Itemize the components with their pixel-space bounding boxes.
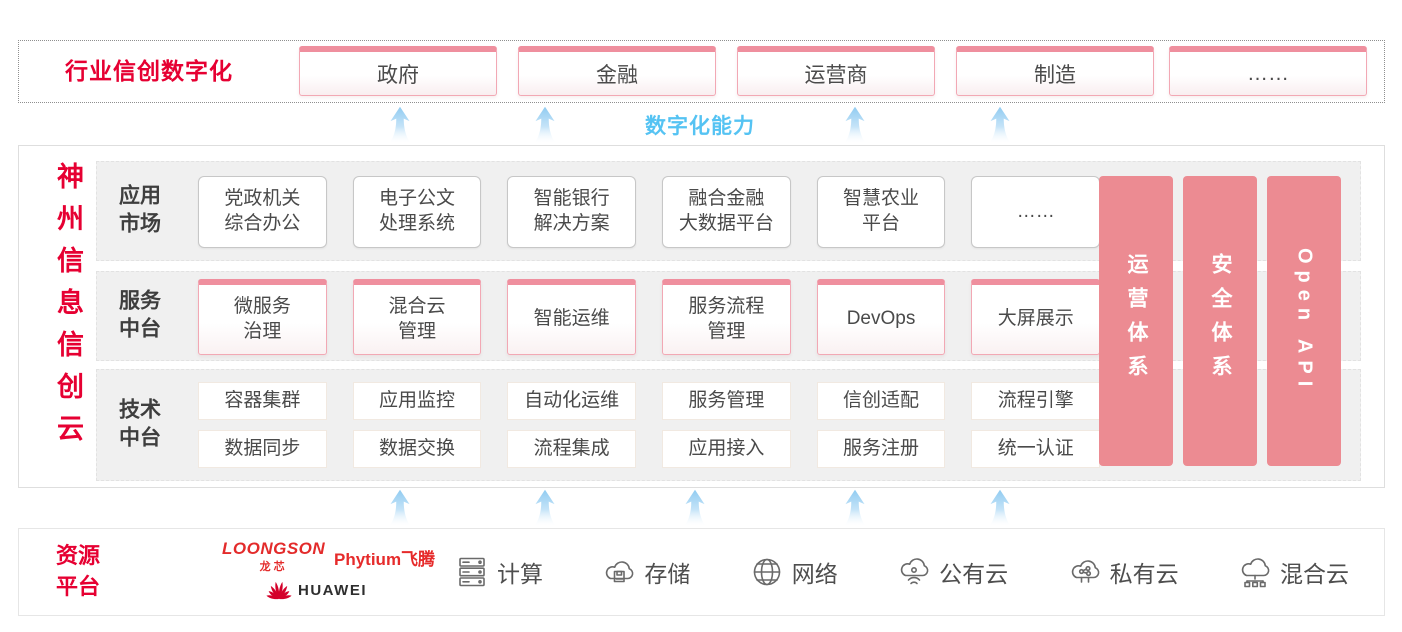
tech-box: 流程集成	[507, 430, 637, 468]
pillar-operation-system: 运营体系	[1099, 176, 1173, 466]
network-globe-icon	[753, 558, 781, 586]
tech-box-strip-top: 容器集群 应用监控 自动化运维 服务管理 信创适配 流程引擎	[198, 382, 1101, 420]
resource-item-storage: 存储	[601, 554, 690, 590]
resource-item-network: 网络	[749, 554, 838, 590]
app-box-strip: 党政机关 综合办公 电子公文 处理系统 智能银行 解决方案 融合金融 大数据平台…	[198, 176, 1101, 248]
industry-tab-more: ……	[1169, 46, 1367, 96]
row-label-tech: 技术 中台	[119, 398, 161, 450]
resource-item-label: 公有云	[939, 561, 1009, 587]
pillar-open-api: Open API	[1267, 176, 1341, 466]
vendor-logos: LOONGSON 龙芯 Phytium飞腾	[214, 529, 454, 615]
tech-box: 数据同步	[198, 430, 327, 468]
row-label-service: 服务 中台	[119, 289, 161, 341]
loongson-wordmark: LOONGSON	[222, 539, 326, 558]
phytium-logo: Phytium飞腾	[334, 550, 436, 569]
up-arrow-icon	[534, 489, 556, 527]
up-arrow-icon	[844, 489, 866, 527]
resource-item-private-cloud: 私有云	[1067, 554, 1179, 590]
up-arrow-icon	[844, 106, 866, 144]
app-box: 智能银行 解决方案	[507, 176, 637, 248]
service-box: DevOps	[816, 279, 946, 355]
platform-section: 神州信息信创云 应用 市场 党政机关 综合办公 电子公文 处理系统 智能银行 解…	[18, 145, 1385, 488]
tech-box: 数据交换	[352, 430, 482, 468]
resource-item-hybrid-cloud: 混合云	[1237, 554, 1349, 590]
service-box: 微服务 治理	[198, 279, 327, 355]
huawei-logo: HUAWEI	[266, 577, 367, 603]
huawei-wordmark: HUAWEI	[298, 581, 367, 599]
loongson-logo: LOONGSON 龙芯	[222, 539, 325, 574]
app-box-more: ……	[971, 176, 1101, 248]
tech-box: 应用监控	[352, 382, 482, 420]
industry-tab-manufacture: 制造	[956, 46, 1154, 96]
up-arrow-icon	[684, 489, 706, 527]
pillar-security-system: 安全体系	[1183, 176, 1257, 466]
tech-box: 信创适配	[816, 382, 946, 420]
app-box: 党政机关 综合办公	[198, 176, 327, 248]
resource-item-label: 混合云	[1279, 561, 1349, 587]
tech-box: 流程引擎	[971, 382, 1101, 420]
huawei-flower-icon	[266, 581, 292, 600]
resource-item-label: 存储	[644, 561, 691, 587]
tech-box: 应用接入	[662, 430, 791, 468]
service-box-strip: 微服务 治理 混合云 管理 智能运维 服务流程 管理 DevOps 大屏展示	[198, 279, 1101, 355]
resource-item-label: 计算	[497, 561, 543, 587]
public-cloud-icon	[900, 558, 929, 585]
up-arrow-icon	[389, 106, 411, 144]
server-icon	[459, 557, 485, 587]
industry-title: 行业信创数字化	[65, 58, 233, 84]
resource-item-label: 私有云	[1109, 561, 1179, 587]
private-cloud-icon	[1071, 560, 1099, 583]
tech-box: 服务注册	[816, 430, 946, 468]
platform-title: 神州信息信创云	[53, 162, 83, 456]
storage-cloud-icon	[606, 561, 634, 583]
service-box: 服务流程 管理	[662, 279, 791, 355]
tech-box: 容器集群	[198, 382, 327, 420]
up-arrow-icon	[989, 106, 1011, 144]
service-box: 大屏展示	[971, 279, 1101, 355]
tech-box-strip-bottom: 数据同步 数据交换 流程集成 应用接入 服务注册 统一认证	[198, 430, 1101, 468]
up-arrow-icon	[989, 489, 1011, 527]
app-box: 融合金融 大数据平台	[662, 176, 791, 248]
app-box: 电子公文 处理系统	[352, 176, 482, 248]
resource-section: 资源 平台 LOONGSON 龙芯 Phytium飞腾	[18, 528, 1385, 616]
tab-label: ……	[1247, 61, 1289, 85]
resource-title: 资源 平台	[56, 543, 101, 599]
industry-section: 行业信创数字化 政府 金融 运营商 制造 ……	[18, 40, 1385, 103]
industry-tab-finance: 金融	[518, 46, 716, 96]
up-arrow-icon	[389, 489, 411, 527]
app-box: 智慧农业 平台	[816, 176, 946, 248]
resource-item-compute: 计算	[454, 554, 543, 590]
tab-label: 制造	[1034, 63, 1076, 87]
row-label-app-market: 应用 市场	[119, 184, 161, 236]
service-box: 智能运维	[507, 279, 637, 355]
industry-tab-government: 政府	[299, 46, 497, 96]
up-arrow-icon	[534, 106, 556, 144]
loongson-cn: 龙芯	[259, 561, 288, 573]
tech-box: 服务管理	[662, 382, 791, 420]
tech-box: 统一认证	[971, 430, 1101, 468]
tab-label: 运营商	[804, 63, 868, 87]
capability-label: 数字化能力	[645, 115, 755, 138]
service-box: 混合云 管理	[352, 279, 482, 355]
tab-label: 金融	[596, 63, 638, 87]
hybrid-cloud-icon	[1241, 558, 1270, 588]
industry-tab-operator: 运营商	[737, 46, 935, 96]
tab-label: 政府	[377, 63, 419, 87]
resource-items: 计算 存储 网络	[454, 529, 1349, 615]
tech-box: 自动化运维	[507, 382, 637, 420]
resource-item-label: 网络	[791, 561, 838, 587]
resource-item-public-cloud: 公有云	[896, 554, 1008, 590]
